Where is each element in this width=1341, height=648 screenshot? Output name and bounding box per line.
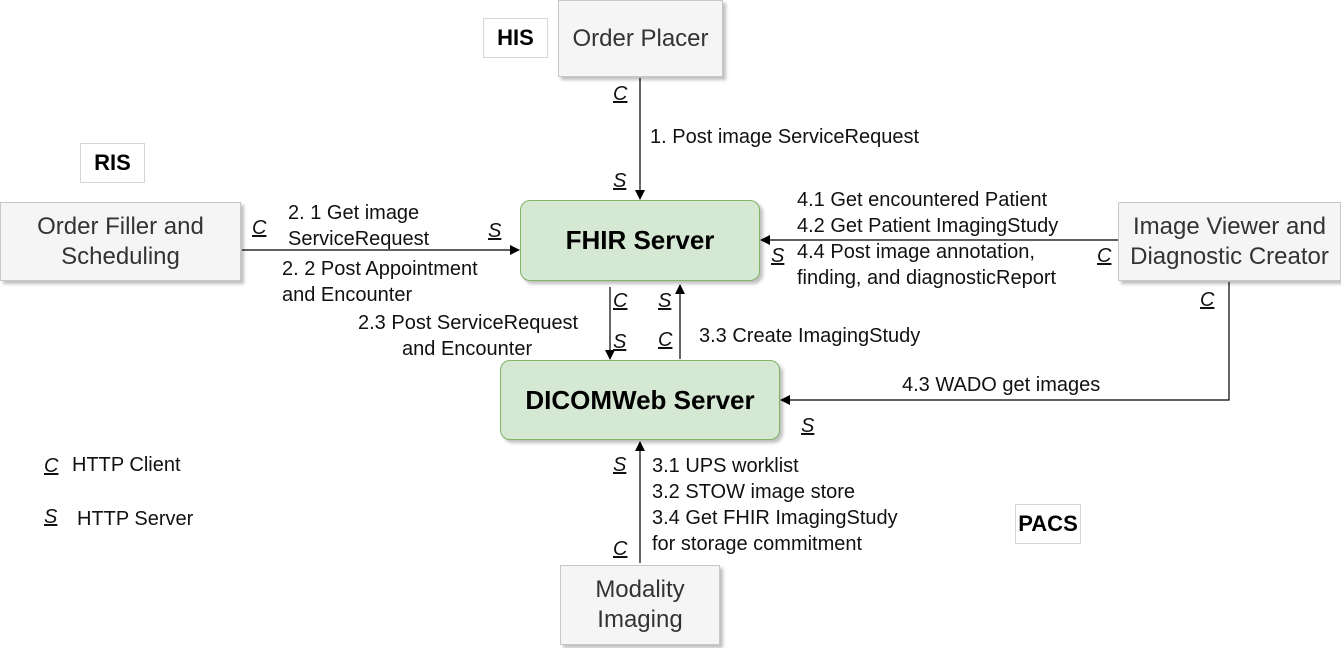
edge-label-line: ServiceRequest: [288, 228, 430, 250]
legend-server-mark: S: [44, 506, 58, 528]
server-mark: S: [658, 290, 672, 312]
ris-tag: RIS: [80, 143, 145, 183]
fhir-server-label: FHIR Server: [565, 225, 715, 255]
edge-label-line: 3.3 Create ImagingStudy: [699, 325, 921, 347]
edge-label-line: 3.2 STOW image store: [652, 481, 856, 503]
modality-node: Modality Imaging: [560, 565, 720, 645]
edge-label-line: 4.4 Post image annotation,: [797, 241, 1035, 263]
client-mark: C: [613, 83, 628, 105]
edge-label-e43: 4.3 WADO get images: [902, 372, 1100, 398]
server-mark: S: [488, 220, 502, 242]
dicomweb-server-label: DICOMWeb Server: [525, 384, 755, 415]
edge-label-line: and Encounter: [402, 338, 533, 360]
edge-label-line: and Encounter: [282, 284, 413, 306]
server-mark: S: [613, 454, 627, 476]
edge-label-line: 2. 1 Get image: [288, 202, 420, 224]
legend-client-mark: C: [44, 455, 59, 477]
server-mark: S: [801, 415, 815, 437]
order-placer-node: Order Placer: [558, 0, 723, 77]
legend-client-label: HTTP Client: [72, 454, 181, 476]
his-label: HIS: [497, 25, 534, 50]
edge-label-e22: 2. 2 Post Appointment and Encounter: [282, 256, 478, 308]
order-filler-line: Order Filler and: [37, 212, 204, 240]
edge-label-line: 3.4 Get FHIR ImagingStudy: [652, 507, 898, 529]
server-mark: S: [771, 245, 785, 267]
client-mark: C: [1097, 245, 1112, 267]
order-filler-line: Scheduling: [61, 242, 180, 270]
ris-label: RIS: [94, 150, 131, 175]
edge-label-e21: 2. 1 Get image ServiceRequest: [288, 200, 429, 252]
dicomweb-server-node: DICOMWeb Server: [500, 360, 780, 440]
edge-label-line: 3.1 UPS worklist: [652, 455, 799, 477]
pacs-tag: PACS: [1015, 504, 1081, 544]
edge-label-line: for storage commitment: [652, 533, 863, 555]
edge-label-e33: 3.3 Create ImagingStudy: [699, 323, 920, 349]
client-mark: C: [658, 329, 673, 351]
his-tag: HIS: [483, 18, 548, 58]
edge-label-e4: 4.1 Get encountered Patient 4.2 Get Pati…: [797, 187, 1058, 291]
client-mark: C: [1200, 289, 1215, 311]
order-filler-node: Order Filler and Scheduling: [0, 202, 241, 281]
edge-label-line: 4.1 Get encountered Patient: [797, 189, 1048, 211]
edge-label-line: 1. Post image ServiceRequest: [650, 126, 920, 148]
client-mark: C: [613, 538, 628, 560]
pacs-label: PACS: [1018, 511, 1078, 536]
fhir-server-node: FHIR Server: [520, 200, 760, 281]
client-mark: C: [252, 217, 267, 239]
image-viewer-line: Image Viewer and: [1132, 212, 1326, 240]
edge-label-line: 2. 2 Post Appointment: [282, 258, 478, 280]
edge-label-line: 4.3 WADO get images: [902, 374, 1101, 396]
server-mark: S: [613, 170, 627, 192]
edge-label-e1: 1. Post image ServiceRequest: [650, 124, 919, 150]
client-mark: C: [613, 290, 628, 312]
edge-label-line: 2.3 Post ServiceRequest: [358, 312, 579, 334]
server-mark: S: [613, 331, 627, 353]
image-viewer-line: Diagnostic Creator: [1130, 242, 1329, 270]
edge-viewer-to-dicomweb: [780, 282, 1230, 405]
order-placer-label: Order Placer: [572, 24, 709, 52]
edge-label-e3: 3.1 UPS worklist 3.2 STOW image store 3.…: [652, 453, 898, 557]
edge-label-e23: 2.3 Post ServiceRequest and Encounter: [358, 310, 578, 362]
image-viewer-node: Image Viewer and Diagnostic Creator: [1118, 202, 1341, 281]
edge-label-line: 4.2 Get Patient ImagingStudy: [797, 215, 1059, 237]
modality-line: Modality: [595, 576, 685, 603]
modality-line: Imaging: [597, 606, 683, 633]
legend-server-label: HTTP Server: [77, 508, 194, 530]
edge-label-line: finding, and diagnosticReport: [797, 267, 1057, 289]
